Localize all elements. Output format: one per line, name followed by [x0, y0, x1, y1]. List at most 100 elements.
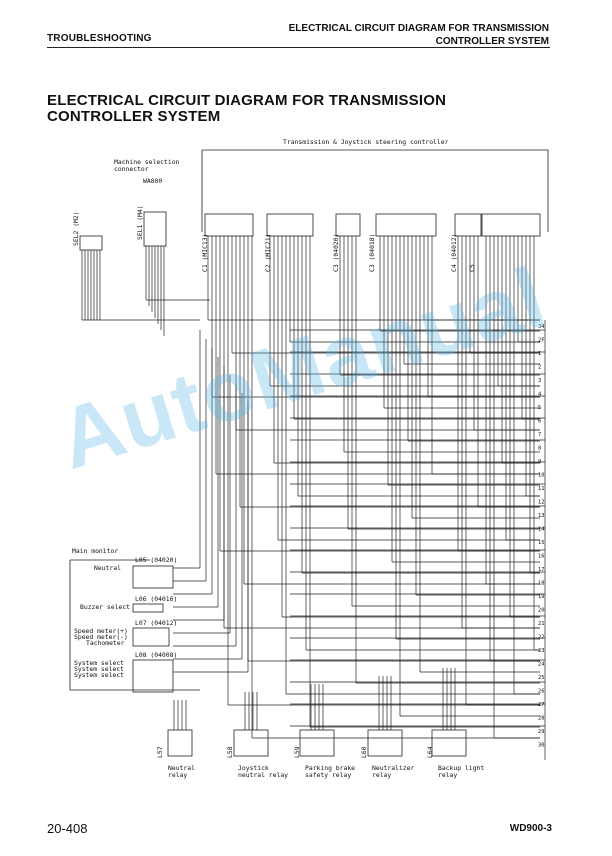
- right-edge-label: 2: [538, 365, 541, 371]
- signal-neutral: Neutral: [94, 564, 121, 572]
- monitor-connector-l07: [132, 627, 170, 647]
- controller-label: Transmission & Joystick steering control…: [283, 138, 449, 146]
- relay-name-line2: neutral relay: [238, 771, 288, 779]
- relay-name-line2: relay: [372, 771, 391, 779]
- relay-name-line2: safety relay: [305, 771, 351, 779]
- relay-name-line1: Neutral: [168, 764, 195, 772]
- right-edge-label: 28: [538, 716, 545, 722]
- right-edge-label: 1: [538, 351, 541, 357]
- page-number: 20-408: [47, 821, 88, 836]
- header-title: ELECTRICAL CIRCUIT DIAGRAM FOR TRANSMISS…: [289, 22, 549, 48]
- main-monitor-outline: [69, 559, 200, 691]
- signal-system-select-b: System select: [74, 665, 124, 673]
- header-title-line1: ELECTRICAL CIRCUIT DIAGRAM FOR TRANSMISS…: [288, 23, 549, 34]
- right-edge-label: 17: [538, 567, 545, 573]
- right-edge-label: 20: [538, 608, 545, 614]
- section-header: TROUBLESHOOTING: [47, 33, 152, 44]
- right-edge-label: 29: [538, 729, 545, 735]
- monitor-l08-label: L08 (04008): [135, 651, 177, 659]
- relay-id: L57: [156, 746, 164, 758]
- right-edge-label: 10: [538, 473, 545, 479]
- connector-c3b-block: [375, 213, 437, 237]
- relay-l59-box: [299, 729, 335, 757]
- connector-c5-block: [481, 213, 541, 237]
- relay-id: L60: [360, 746, 368, 758]
- header-title-line2: CONTROLLER SYSTEM: [435, 36, 549, 47]
- right-edge-label: 24: [538, 662, 545, 668]
- connector-c2-label: C2 (MIC21): [264, 234, 272, 272]
- signal-tachometer: Tachometer: [86, 639, 125, 647]
- monitor-connector-l08: [132, 659, 174, 693]
- right-edge-label: 23: [538, 648, 545, 654]
- relay-l57-box: [167, 729, 193, 757]
- right-edge-label: 3: [538, 378, 541, 384]
- machine-selection-label-1: Machine selection: [114, 158, 180, 166]
- right-edge-label: 2F: [538, 338, 545, 344]
- right-edge-label: 16: [538, 554, 545, 560]
- monitor-l05-label: L05 (04020): [135, 556, 177, 564]
- page-title-line1: ELECTRICAL CIRCUIT DIAGRAM FOR TRANSMISS…: [47, 92, 447, 109]
- signal-system-select-a: System select: [74, 659, 124, 667]
- relay-l64-box: [431, 729, 467, 757]
- relay-name-line1: Backup light: [438, 764, 484, 772]
- signal-speed-meter-minus: Speed meter(-): [74, 633, 128, 641]
- signal-buzzer-select: Buzzer select: [80, 603, 130, 611]
- right-edge-label: 4: [538, 392, 541, 398]
- relay-id: L58: [226, 746, 234, 758]
- connector-sel1-block: [143, 211, 167, 247]
- model-label: WD900-3: [509, 823, 552, 834]
- right-edge-label: 21: [538, 621, 545, 627]
- connector-sel2-label: SEL2 (M2): [72, 211, 80, 246]
- relay-name-line2: relay: [438, 771, 457, 779]
- main-monitor-label: Main monitor: [72, 547, 118, 555]
- right-edge-label: 9: [538, 459, 541, 465]
- monitor-connector-l06: [132, 603, 164, 613]
- connector-c3-label: C3 (04020): [332, 234, 340, 272]
- wa-label: WA800: [143, 177, 162, 185]
- relay-name-line1: Neutralizer: [372, 764, 414, 772]
- right-edge-label: 8: [538, 446, 541, 452]
- right-edge-label: 19: [538, 594, 545, 600]
- right-edge-label: 18: [538, 581, 545, 587]
- right-edge-label: 14: [538, 527, 545, 533]
- relay-name-line1: Joystick: [238, 764, 269, 772]
- monitor-l07-label: L07 (04012): [135, 619, 177, 627]
- connector-sel2-block: [79, 235, 103, 251]
- page-title-line2: CONTROLLER SYSTEM: [47, 108, 221, 125]
- monitor-connector-l05: [132, 565, 174, 589]
- connector-c5-label: C5: [468, 264, 476, 272]
- connector-c3-block: [335, 213, 361, 237]
- relay-l58-box: [233, 729, 269, 757]
- connector-c4-block: [454, 213, 482, 237]
- right-edge-label: 25: [538, 675, 545, 681]
- right-edge-label: 26: [538, 689, 545, 695]
- right-edge-label: 12: [538, 500, 545, 506]
- signal-system-select-c: System select: [74, 671, 124, 679]
- right-edge-label: 13: [538, 513, 545, 519]
- right-edge-label: 7: [538, 432, 541, 438]
- header-rule: [47, 47, 550, 48]
- connector-sel1-label: SEL1 (M4): [136, 205, 144, 240]
- right-edge-label: J4: [538, 324, 545, 330]
- right-edge-label: 5: [538, 405, 541, 411]
- right-edge-label: 15: [538, 540, 545, 546]
- controller-outline: [201, 149, 549, 232]
- signal-speed-meter-plus: Speed meter(+): [74, 627, 128, 635]
- relay-l60-box: [367, 729, 403, 757]
- relay-name-line1: Parking brake: [305, 764, 355, 772]
- relay-name-line2: relay: [168, 771, 187, 779]
- machine-selection-label-2: connector: [114, 165, 149, 173]
- connector-c4-label: C4 (04012): [450, 234, 458, 272]
- right-edge-label: 11: [538, 486, 545, 492]
- right-edge-label: 27: [538, 702, 545, 708]
- monitor-l06-label: L06 (04016): [135, 595, 177, 603]
- right-edge-label: 30: [538, 743, 545, 749]
- connector-c1-label: C1 (MIC13): [201, 234, 209, 272]
- connector-c3b-label: C3 (04018): [368, 234, 376, 272]
- right-edge-label: 22: [538, 635, 545, 641]
- connector-c2-block: [266, 213, 314, 237]
- connector-c1-block: [204, 213, 254, 237]
- relay-id: L64: [426, 746, 434, 758]
- wire-harness: [81, 236, 546, 760]
